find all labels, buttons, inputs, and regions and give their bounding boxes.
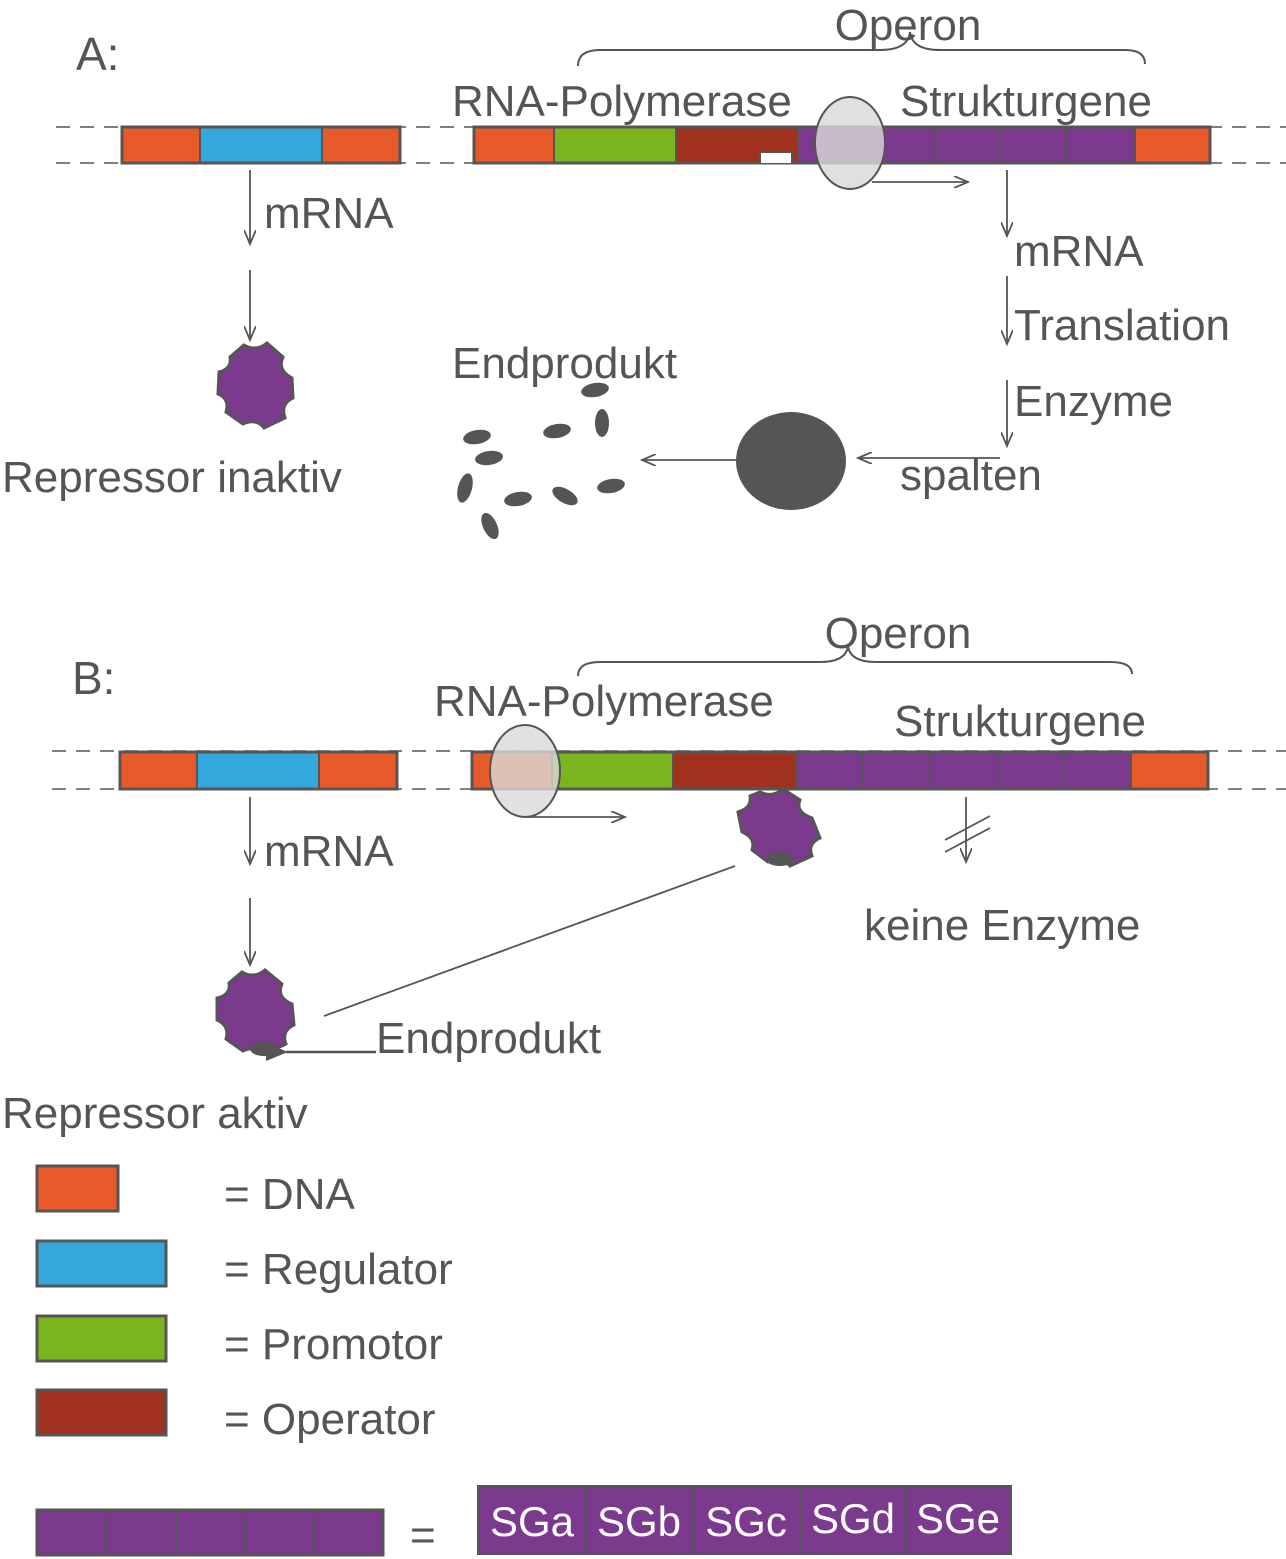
legend-segments: SGa SGb SGc SGd SGe bbox=[477, 1485, 1012, 1555]
enzyme-label-a: Enzyme bbox=[1014, 377, 1173, 426]
operon-brace-b bbox=[577, 645, 1133, 677]
legend-swatch-dna bbox=[35, 1164, 120, 1213]
strukturgene-label-b: Strukturgene bbox=[894, 697, 1146, 746]
segment-sge: SGe bbox=[916, 1495, 1000, 1542]
strukturgene-label-a: Strukturgene bbox=[900, 77, 1152, 126]
segment-sgc: SGc bbox=[705, 1498, 787, 1545]
rna-polymerase-label-b: RNA-Polymerase bbox=[434, 677, 774, 726]
repressor-bound-b bbox=[736, 787, 822, 868]
operon-label-a: Operon bbox=[835, 1, 982, 50]
repressor-active-label: Repressor aktiv bbox=[2, 1089, 308, 1138]
endprodukt-molecules-a bbox=[457, 382, 625, 540]
legend-label-promotor: = Promotor bbox=[224, 1320, 443, 1369]
legend-swatch-regulator bbox=[35, 1239, 168, 1288]
panel-b-label: B: bbox=[72, 652, 115, 704]
legend-label-operator: = Operator bbox=[224, 1395, 436, 1444]
translation-label-a: Translation bbox=[1014, 301, 1230, 350]
legend-label-dna: = DNA bbox=[224, 1170, 355, 1219]
endprodukt-label-b: Endprodukt bbox=[376, 1014, 601, 1063]
mrna-right-label-a: mRNA bbox=[1014, 227, 1144, 276]
panel-a: A: Operon RNA-Polymerase Strukturgene bbox=[2, 1, 1286, 540]
legend-swatch-strukturgene bbox=[35, 1508, 385, 1557]
enzyme-blob-a bbox=[736, 412, 846, 510]
rna-polymerase-a bbox=[814, 96, 886, 190]
legend-equals-strukturgene: = bbox=[410, 1511, 436, 1559]
segment-sgd: SGd bbox=[811, 1495, 895, 1542]
spalten-label-a: spalten bbox=[900, 451, 1042, 500]
mrna-left-label-b: mRNA bbox=[264, 827, 394, 876]
mrna-left-label-a: mRNA bbox=[264, 189, 394, 238]
operon-brace-a bbox=[577, 31, 1146, 67]
legend-swatch-operator bbox=[35, 1388, 168, 1437]
operon-label-b: Operon bbox=[825, 609, 972, 658]
legend-swatch-promotor bbox=[35, 1314, 168, 1363]
rna-polymerase-b bbox=[489, 724, 561, 818]
keine-enzyme-label-b: keine Enzyme bbox=[864, 901, 1140, 950]
panel-a-label: A: bbox=[76, 28, 119, 80]
repressor-active-b bbox=[215, 968, 296, 1056]
repressor-inactive-label: Repressor inaktiv bbox=[2, 453, 342, 502]
block-mark-2 bbox=[944, 827, 991, 853]
block-mark-1 bbox=[944, 815, 991, 841]
legend: = DNA = Regulator = Promotor = Operator … bbox=[35, 1164, 1012, 1559]
operon-gene-b bbox=[470, 750, 1210, 791]
regulator-gene-b bbox=[118, 750, 399, 791]
regulator-gene-a bbox=[120, 125, 402, 165]
panel-b: B: Operon RNA-Polymerase Strukturgene bbox=[2, 609, 1286, 1138]
segment-sgb: SGb bbox=[597, 1498, 681, 1545]
endprodukt-label-a: Endprodukt bbox=[452, 339, 677, 388]
segment-sga: SGa bbox=[490, 1498, 575, 1545]
rna-polymerase-label-a: RNA-Polymerase bbox=[452, 77, 792, 126]
legend-label-regulator: = Regulator bbox=[224, 1245, 453, 1294]
repressor-inactive-a bbox=[216, 341, 295, 430]
repressor-link-line-b bbox=[323, 865, 736, 1017]
operon-gene-a bbox=[472, 125, 1212, 165]
